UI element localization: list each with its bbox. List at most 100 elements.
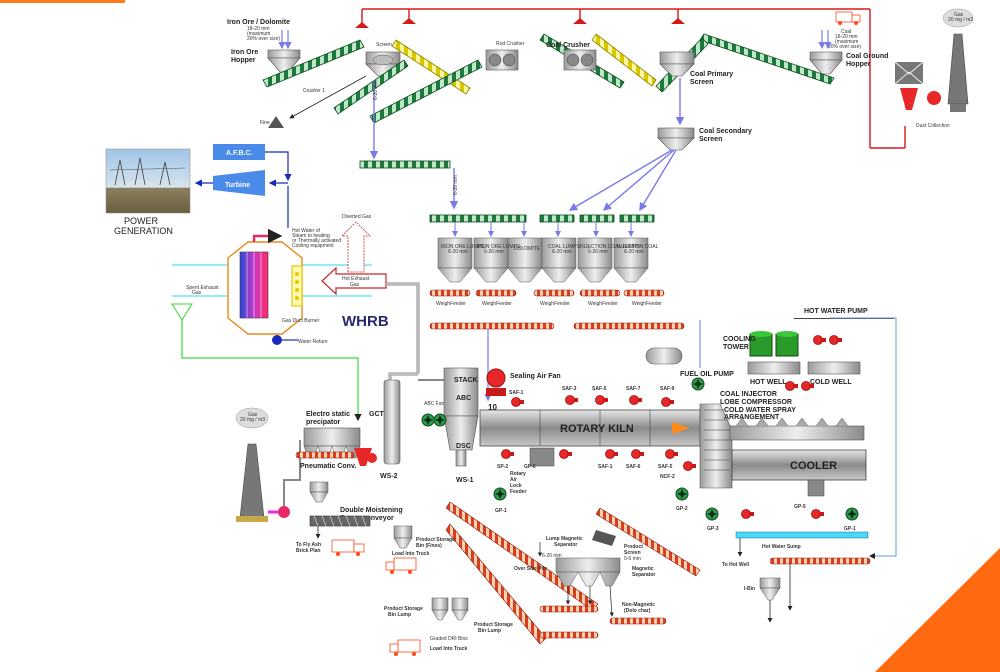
screen-vibrating <box>365 51 401 77</box>
product-fines-label-2: Bin (Fines) <box>416 543 442 549</box>
graded-dri-label: Graded DRI Bins <box>430 636 468 642</box>
gas-bottom-label: Gas <box>248 412 258 418</box>
weighfeeder-label-3: WeighFeeder <box>540 301 570 307</box>
cooling-tower-label-2: TOWER <box>723 344 749 351</box>
conveyor-feed-iron <box>429 214 527 223</box>
screen-label: Screen <box>376 42 392 48</box>
rotary-kiln <box>479 409 701 447</box>
gp3-label: GP-3 <box>707 526 719 532</box>
conveyor-product-long-2 <box>445 523 547 645</box>
whrb-label: WHRB <box>342 313 389 330</box>
conveyor-cooler-discharge <box>769 557 871 565</box>
conveyor-screen-return <box>333 59 409 115</box>
hot-exhaust-arrow <box>321 266 387 296</box>
saf6-fan <box>631 449 645 459</box>
afbc-label: A.F.B.C. <box>226 150 253 157</box>
fuel-oil-pump-label: FUEL OIL PUMP <box>680 371 734 378</box>
weighfeeder-label-5: WeighFeeder <box>632 301 662 307</box>
saf6-label: SAF-6 <box>626 464 641 470</box>
gp2-label: GP-2 <box>676 506 688 512</box>
bin-injection-1-label: INJECTION COAL LUMPS <box>580 244 640 250</box>
gp1b-fan <box>845 507 859 521</box>
gas-top-label: Gas <box>954 12 964 18</box>
bin-coal-lumps-label: COAL LUMPS <box>548 244 581 250</box>
conveyor-feed-coal-a <box>539 214 575 223</box>
conveyor-nonmagnetic-out <box>609 617 667 625</box>
sp2-pump <box>501 449 515 459</box>
saf1b-label: SAF-1 <box>598 464 613 470</box>
spent-exhaust-label-2: Gas <box>192 290 202 296</box>
double-moistening-label: Double Moistening <box>340 507 403 514</box>
saf9-label: SAF-9 <box>660 386 675 392</box>
esp-label-2: precipator <box>306 419 341 426</box>
magnetic-separator-label: Magnetic <box>632 566 654 572</box>
power-generation-photo <box>105 148 191 214</box>
fly-ash-label-2: Brick Plan <box>296 548 320 554</box>
fly-ash-label: To Fly Ash <box>296 542 321 548</box>
fines-pile <box>268 116 284 128</box>
cooler-pump <box>741 509 755 519</box>
coal-secondary-label: Coal Secondary <box>699 128 752 135</box>
rotary-kiln-label: ROTARY KILN <box>560 423 634 435</box>
conveyor-cooler-to-screen <box>595 507 701 577</box>
gas-bottom-value: 20 mg / m3 <box>240 417 265 423</box>
coal-crusher <box>563 49 597 71</box>
bin-iron-fines-size: 6-20 mm <box>484 249 504 255</box>
bin-iron-lumps-label: IRON ORE LUMPS <box>441 244 485 250</box>
bin-dolomite-label: DOLOMITE <box>514 246 541 252</box>
dust-collection-duct <box>361 8 906 149</box>
gas-duct-burner-label: Gas Duct Burner <box>282 318 320 324</box>
cold-water-label: COLD WATER SPRAY <box>724 407 796 414</box>
coal-primary-screen <box>659 51 695 77</box>
size-6-20-label-2: 6-20 mm <box>453 175 459 195</box>
gp1-fan <box>493 487 507 501</box>
iron-ore-dolomite-label: Iron Ore / Dolomite <box>227 19 290 26</box>
rotary-feeder-label-2: Air <box>510 477 517 483</box>
iron-ore-hopper-label: Iron Ore <box>231 49 258 56</box>
gp6-label: GP-6 <box>524 464 536 470</box>
ncf2-label: NCF-2 <box>660 474 675 480</box>
abc-fan-1 <box>421 413 435 427</box>
magnetic-separators <box>555 557 621 587</box>
number-10-label: 10 <box>488 403 497 412</box>
lump-magnetic-label-2: Separator <box>554 542 577 548</box>
saf1b-fan <box>605 449 619 459</box>
burner-flame <box>672 422 690 434</box>
product-lump-bins <box>431 597 469 621</box>
gp6-pump <box>559 449 573 459</box>
iron-ore-hopper-label-2: Hopper <box>231 57 256 64</box>
header-accent-bar <box>0 0 125 3</box>
hot-exhaust-label-2: Gas <box>350 282 360 288</box>
load-truck-label: Load Into Truck <box>392 551 429 557</box>
rod-crusher <box>485 49 519 71</box>
spent-gas-line <box>181 320 362 422</box>
saf5-label: SAF-5 <box>592 386 607 392</box>
water-return-line <box>830 317 897 559</box>
ncf2-fan <box>683 461 697 471</box>
coal-size: 18-20 mm <box>835 34 858 40</box>
hot-water-label-3: or Thermally activated <box>292 238 341 244</box>
conveyor-mid-horizontal <box>359 160 451 169</box>
saf5b-fan <box>665 449 679 459</box>
esp-label: Electro static <box>306 411 350 418</box>
hot-water-pump-1 <box>813 335 827 345</box>
over-size-pile-label: Over Size Pile <box>514 566 547 572</box>
gp1b-label: GP-1 <box>844 526 856 532</box>
saf9-fan <box>661 397 675 407</box>
cold-water-label-2: ARRANGEMENT <box>724 414 780 421</box>
cold-water-spray <box>729 425 865 441</box>
dust-collection-label: Dust Collection <box>916 123 950 129</box>
weighfeeder-label-2: WeighFeeder <box>482 301 512 307</box>
i-bin-label: I-Bin <box>744 586 755 592</box>
conveyor-collect-a <box>429 322 555 330</box>
product-fines-label: Product Storage <box>416 537 455 543</box>
saf3-label: SAF-3 <box>562 386 577 392</box>
gas-top-value: 20 mg / m3 <box>948 17 973 23</box>
magnetic-separator-label-2: Separator <box>632 572 655 578</box>
hot-well-label: HOT WELL <box>750 379 787 386</box>
coal-ground-hopper-label: Coal Ground <box>846 53 888 60</box>
i-bin <box>759 577 781 601</box>
coal-crusher-label: Coal Crusher <box>546 42 590 49</box>
bin-iron-ore-fines <box>473 237 509 283</box>
conveyor-magnetic-out <box>539 605 599 613</box>
